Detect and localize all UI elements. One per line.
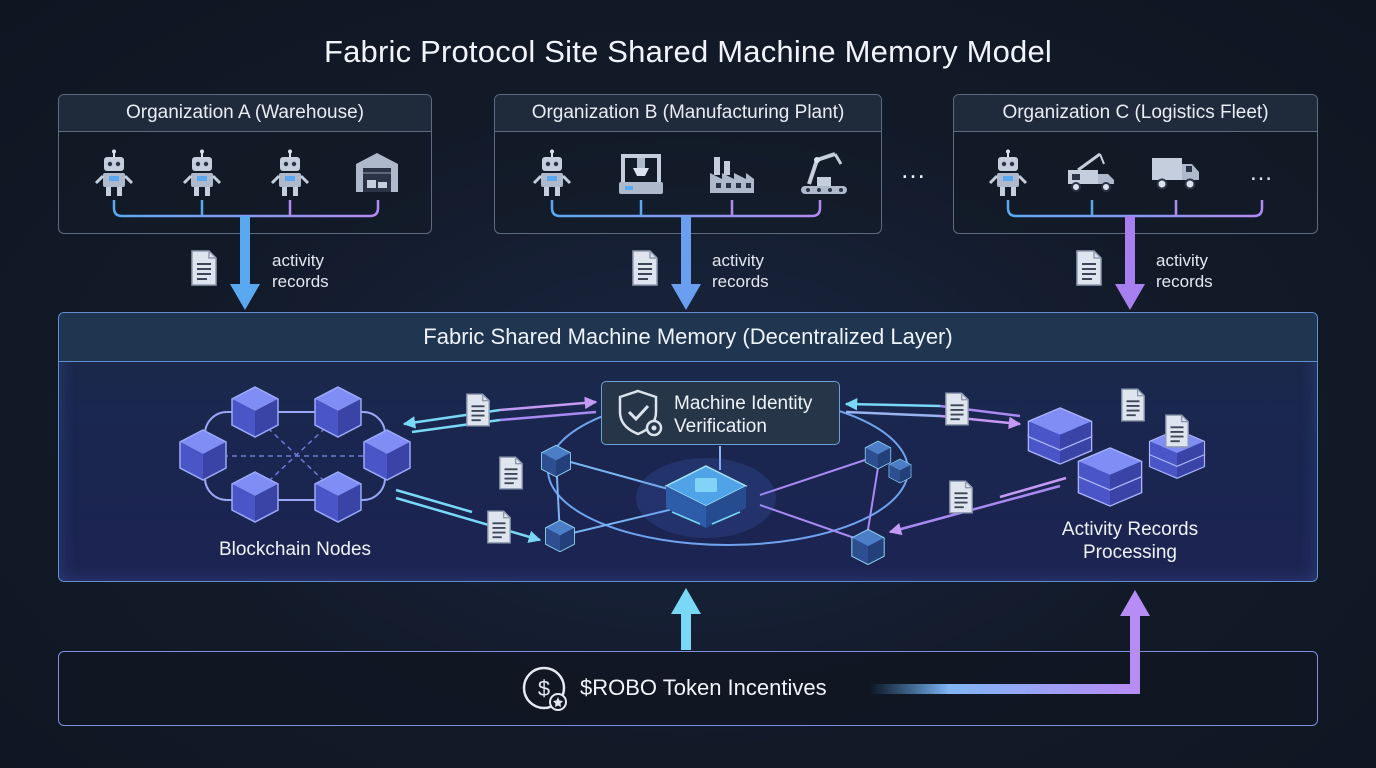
identity-verification-box: Machine Identity Verification: [601, 381, 840, 445]
robot-icon: [988, 149, 1028, 197]
blockchain-node-cube: [314, 386, 362, 438]
activity-label-line2: records: [712, 272, 769, 291]
machine-icon: [619, 154, 663, 194]
activity-label-line1: activity: [712, 251, 764, 270]
processing-line2: Processing: [1083, 542, 1177, 563]
identity-line1: Machine Identity: [674, 393, 813, 414]
document-icon: [191, 250, 217, 286]
robot-icon: [270, 149, 310, 197]
crane-truck-icon: [1066, 152, 1116, 193]
truck-icon: [1151, 157, 1200, 190]
blockchain-node-cube: [363, 429, 411, 481]
processing-line1: Activity Records: [1061, 519, 1199, 540]
robot-icon: [182, 149, 222, 197]
activity-label-line1: activity: [272, 251, 324, 270]
org-c-box: Organization C (Logistics Fleet): [953, 94, 1318, 234]
data-flow-arrows: [395, 396, 1067, 543]
blockchain-node-cube: [179, 429, 227, 481]
more-organizations-ellipsis: …: [900, 154, 926, 184]
document-icon: [486, 510, 512, 544]
robot-icon: [94, 149, 134, 197]
central-hub-node: [664, 465, 748, 528]
activity-records-label-c: activity records: [1156, 250, 1213, 292]
org-b-title: Organization B (Manufacturing Plant): [495, 95, 881, 132]
document-icon: [944, 392, 970, 426]
document-icon: [948, 480, 974, 514]
document-icon: [1120, 388, 1146, 422]
document-icon: [465, 393, 491, 427]
blockchain-node-cube: [231, 386, 279, 438]
activity-processing-label: Activity Records Processing: [1040, 518, 1220, 564]
org-c-title: Organization C (Logistics Fleet): [954, 95, 1317, 132]
document-icon: [1076, 250, 1102, 286]
robot-icon: [532, 149, 572, 197]
blockchain-cluster: [179, 386, 411, 523]
activity-label-line2: records: [1156, 272, 1213, 291]
org-a-title: Organization A (Warehouse): [59, 95, 431, 132]
shared-memory-layer: Fabric Shared Machine Memory (Decentrali…: [58, 312, 1318, 582]
org-connector-lines: [112, 200, 1264, 218]
token-incentives-label: $ROBO Token Incentives: [580, 675, 827, 700]
token-coin-icon: [522, 666, 568, 712]
processing-stack: [1027, 407, 1206, 507]
document-icon: [1164, 414, 1190, 448]
more-icon: …: [1249, 159, 1273, 186]
network-node-cube: [545, 519, 575, 553]
activity-records-label-b: activity records: [712, 250, 769, 292]
identity-verification-label: Machine Identity Verification: [674, 392, 812, 438]
network-node-cube: [851, 528, 885, 566]
document-icon: [498, 456, 524, 490]
network-node-cube: [864, 440, 892, 470]
activity-label-line1: activity: [1156, 251, 1208, 270]
org-to-layer-arrows: [230, 216, 1145, 310]
network-node-cube: [541, 444, 571, 478]
activity-label-line2: records: [272, 272, 329, 291]
robotic-arm-icon: [799, 152, 849, 196]
document-icon: [632, 250, 658, 286]
activity-records-label-a: activity records: [272, 250, 329, 292]
shared-layer-title: Fabric Shared Machine Memory (Decentrali…: [59, 313, 1317, 362]
factory-icon: [710, 157, 754, 193]
identity-line2: Verification: [674, 416, 767, 437]
blockchain-nodes-label: Blockchain Nodes: [218, 539, 372, 560]
warehouse-icon: [355, 152, 399, 193]
page-title: Fabric Protocol Site Shared Machine Memo…: [323, 34, 1053, 69]
token-incentive-arrows: [671, 588, 1150, 694]
